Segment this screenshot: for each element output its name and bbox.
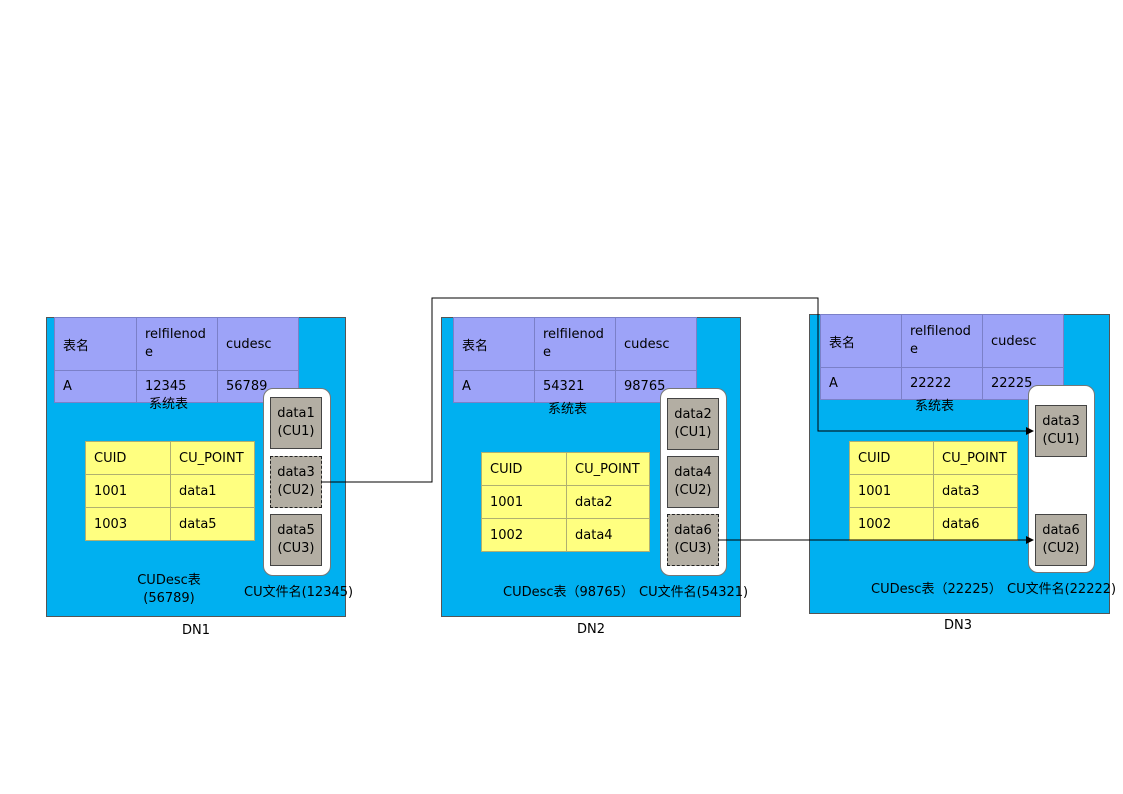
cu-block-id: (CU3) xyxy=(674,541,712,556)
cu-block-id: (CU3) xyxy=(277,541,315,556)
caption-line: CUDesc表 xyxy=(137,573,201,588)
cell-cuid: 1002 xyxy=(481,518,567,552)
cu-block-name: data5 xyxy=(277,523,315,538)
cu-block-id: (CU2) xyxy=(1042,541,1080,556)
cu-block-name: data6 xyxy=(674,523,712,538)
cell-table-name: A xyxy=(820,367,902,400)
cu-block: data5 (CU3) xyxy=(270,514,322,566)
cell-cu-point: data3 xyxy=(933,474,1018,508)
cu-block-name: data3 xyxy=(1042,414,1080,429)
dn3-label: DN3 xyxy=(943,618,972,633)
cell-table-name: A xyxy=(54,370,137,403)
dn1-label: DN1 xyxy=(181,623,210,638)
cu-block-id: (CU1) xyxy=(674,425,712,440)
header-cuid: CUID xyxy=(481,452,567,486)
cu-block: data3 (CU2) xyxy=(270,456,322,508)
header-table-name: 表名 xyxy=(820,314,902,368)
dn3-cudesc-caption: CUDesc表（22225） xyxy=(871,582,1002,597)
cell-cu-point: data2 xyxy=(566,485,650,519)
dn1-system-table: 表名 relfilenode cudesc A 12345 56789 xyxy=(54,317,299,403)
header-cudesc: cudesc xyxy=(615,317,697,371)
cu-block-id: (CU1) xyxy=(1042,432,1080,447)
cell-cuid: 1001 xyxy=(85,474,171,508)
dn3-cu-file-caption: CU文件名(22222) xyxy=(1007,582,1117,597)
cell-cuid: 1003 xyxy=(85,507,171,541)
cu-block-name: data3 xyxy=(277,465,315,480)
cell-cu-point: data5 xyxy=(170,507,255,541)
header-cu-point: CU_POINT xyxy=(933,441,1018,475)
caption-line: (56789) xyxy=(143,591,195,606)
dn1-cudesc-caption: CUDesc表 (56789) xyxy=(119,572,219,608)
header-cudesc: cudesc xyxy=(982,314,1064,368)
cu-block-name: data6 xyxy=(1042,523,1080,538)
header-relfilenode: relfilenode xyxy=(534,317,616,371)
dn1-system-table-caption: 系统表 xyxy=(149,397,189,412)
cu-block-name: data2 xyxy=(674,407,712,422)
cu-block-id: (CU2) xyxy=(277,483,315,498)
dn2-cu-file-caption: CU文件名(54321) xyxy=(639,585,749,600)
header-cudesc: cudesc xyxy=(217,317,299,371)
cu-block: data6 (CU3) xyxy=(667,514,719,566)
header-cuid: CUID xyxy=(849,441,934,475)
cu-block-name: data1 xyxy=(277,406,315,421)
cu-block-id: (CU1) xyxy=(277,424,315,439)
header-relfilenode: relfilenode xyxy=(136,317,218,371)
cell-cuid: 1001 xyxy=(481,485,567,519)
dn1-cu-file-caption: CU文件名(12345) xyxy=(244,585,354,600)
cell-cuid: 1001 xyxy=(849,474,934,508)
cu-block: data3 (CU1) xyxy=(1035,405,1087,457)
cu-block-id: (CU2) xyxy=(674,483,712,498)
dn1-cudesc-table: CUID CU_POINT 1001 data1 1003 data5 xyxy=(85,441,255,541)
cu-block: data2 (CU1) xyxy=(667,398,719,450)
cell-cu-point: data1 xyxy=(170,474,255,508)
cu-block: data4 (CU2) xyxy=(667,456,719,508)
dn3-system-table: 表名 relfilenode cudesc A 22222 22225 xyxy=(820,314,1064,400)
dn3-system-table-caption: 系统表 xyxy=(915,399,955,414)
dn2-system-table-caption: 系统表 xyxy=(548,402,588,417)
cell-relfilenode: 12345 xyxy=(136,370,218,403)
header-table-name: 表名 xyxy=(453,317,535,371)
cell-cuid: 1002 xyxy=(849,507,934,541)
cell-cu-point: data6 xyxy=(933,507,1018,541)
header-cu-point: CU_POINT xyxy=(566,452,650,486)
cu-block: data1 (CU1) xyxy=(270,397,322,449)
dn2-cudesc-table: CUID CU_POINT 1001 data2 1002 data4 xyxy=(481,452,650,552)
dn3-cudesc-table: CUID CU_POINT 1001 data3 1002 data6 xyxy=(849,441,1018,541)
header-cuid: CUID xyxy=(85,441,171,475)
dn2-system-table: 表名 relfilenode cudesc A 54321 98765 xyxy=(453,317,697,403)
dn2-cudesc-caption: CUDesc表（98765） xyxy=(503,585,634,600)
header-table-name: 表名 xyxy=(54,317,137,371)
cu-block: data6 (CU2) xyxy=(1035,514,1087,566)
cell-table-name: A xyxy=(453,370,535,403)
cell-cu-point: data4 xyxy=(566,518,650,552)
cu-block-name: data4 xyxy=(674,465,712,480)
dn2-label: DN2 xyxy=(576,622,605,637)
header-relfilenode: relfilenode xyxy=(901,314,983,368)
header-cu-point: CU_POINT xyxy=(170,441,255,475)
